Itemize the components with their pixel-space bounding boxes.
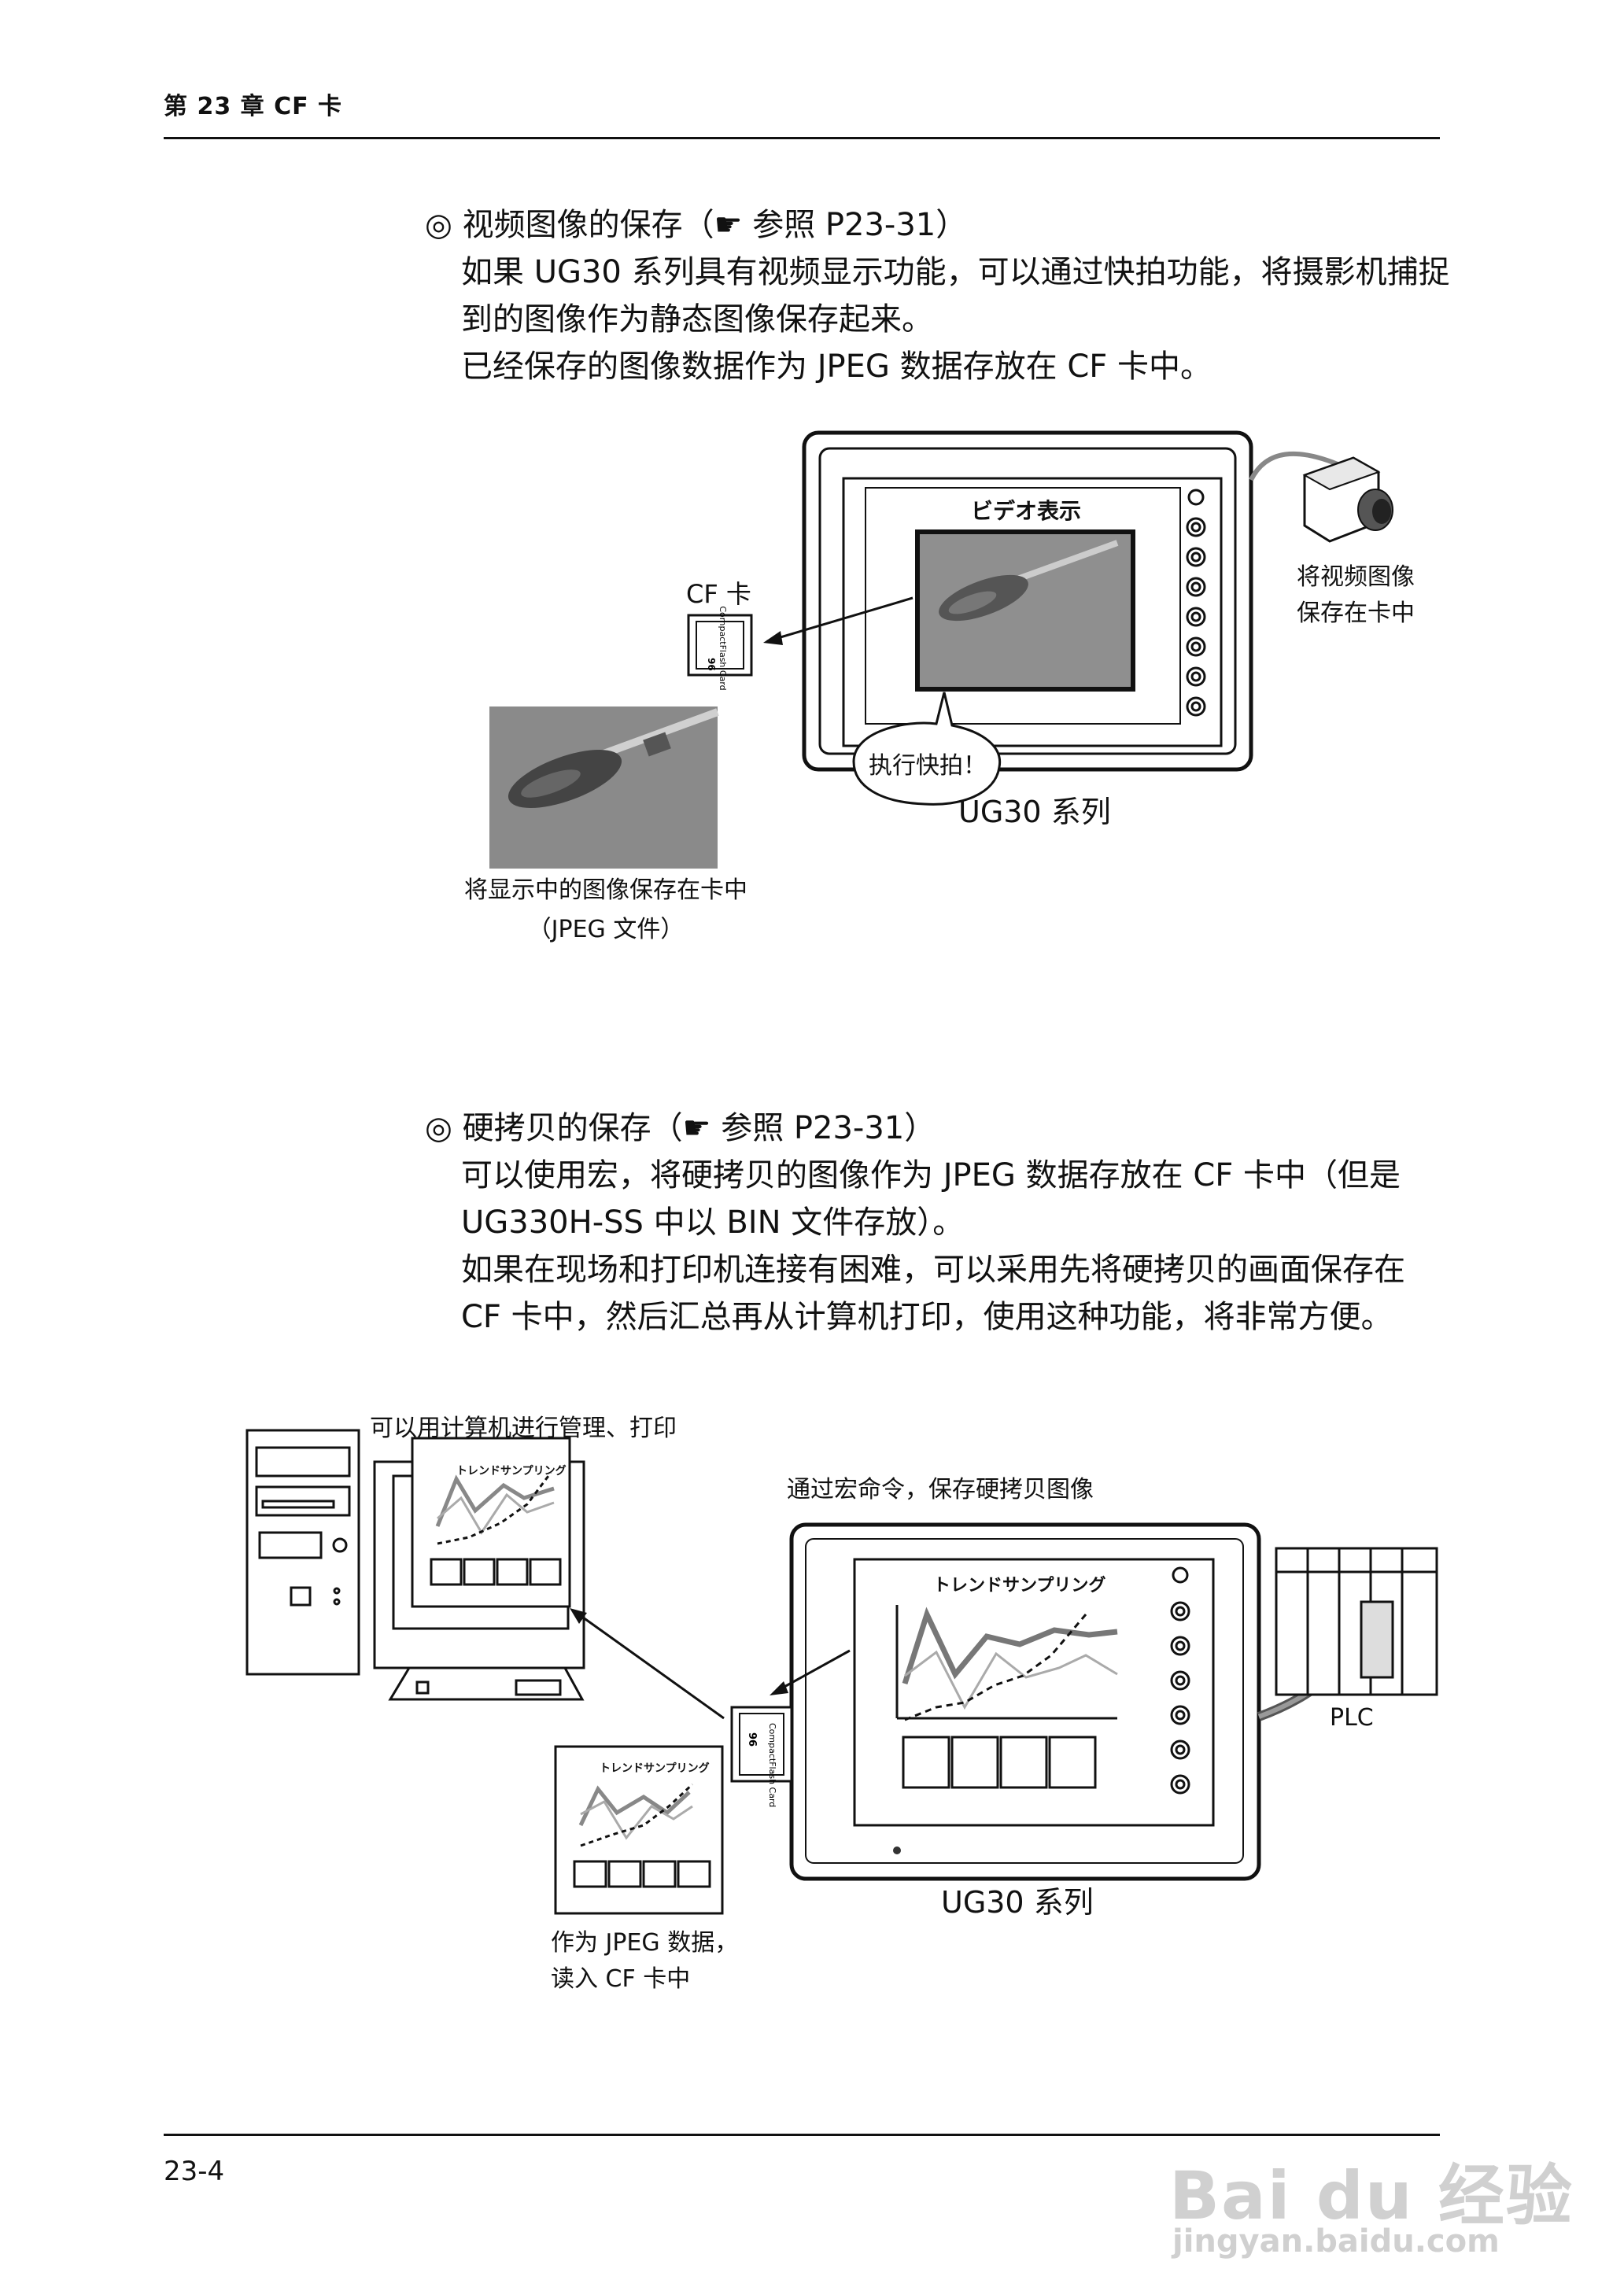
svg-text:96: 96: [706, 658, 717, 671]
arrow-to-cf: [766, 596, 914, 643]
plc-label: PLC: [1330, 1704, 1374, 1732]
pc-tower-icon: [245, 1429, 360, 1676]
section-hardcopy-line: CF 卡中，然后汇总再从计算机打印，使用这种功能，将非常方便。: [461, 1299, 1393, 1335]
header-rule: [164, 137, 1440, 139]
chapter-header: 第 23 章 CF 卡: [164, 93, 343, 120]
screwdriver-image-large: [507, 708, 719, 808]
trend-title-top: トレンドサンプリング: [456, 1465, 567, 1478]
camera-icon: [1302, 456, 1393, 543]
figure-video-snapshot: CompactFlash Card 96: [489, 430, 1393, 869]
section-video-line: 到的图像作为静态图像保存起来。: [461, 301, 933, 338]
power-led: [893, 1846, 901, 1854]
photo-caption-line: （JPEG 文件）: [527, 916, 685, 943]
camera-caption-line: 保存在卡中: [1297, 599, 1415, 627]
panel-side-buttons: [1186, 489, 1206, 717]
watermark-url: jingyan.baidu.com: [1172, 2223, 1500, 2260]
cf-card-label: CF 卡: [686, 579, 751, 609]
arrow-to-pc: [574, 1610, 725, 1720]
printout-sheet-top: [411, 1437, 571, 1608]
section-hardcopy-line: 可以使用宏，将硬拷贝的图像作为 JPEG 数据存放在 CF 卡中（但是: [461, 1157, 1401, 1193]
trend-title-panel: トレンドサンプリング: [933, 1576, 1106, 1596]
page-number: 23-4: [164, 2156, 225, 2187]
photo-caption-line: 将显示中的图像保存在卡中: [464, 876, 747, 904]
section-video-heading: ◎ 视频图像的保存（☛ 参照 P23-31）: [425, 207, 968, 243]
section-hardcopy: ◎ 硬拷贝的保存（☛ 参照 P23-31） 可以使用宏，将硬拷贝的图像作为 JP…: [425, 1105, 1405, 1341]
svg-text:CompactFlash Card: CompactFlash Card: [767, 1723, 777, 1807]
figure-hardcopy: CompactFlash Card 96: [245, 1429, 1438, 1915]
section-video: ◎ 视频图像的保存（☛ 参照 P23-31） 如果 UG30 系列具有视频显示功…: [425, 201, 1450, 390]
svg-text:CompactFlash Card: CompactFlash Card: [718, 606, 728, 690]
jpeg-caption-line: 作为 JPEG 数据，: [551, 1929, 739, 1957]
svg-text:96: 96: [746, 1732, 758, 1747]
section-video-line: 如果 UG30 系列具有视频显示功能，可以通过快拍功能，将摄影机捕捉: [461, 254, 1450, 290]
panel2-side-buttons: [1170, 1566, 1190, 1795]
plc-icon: [1275, 1547, 1438, 1696]
snapshot-bubble: [852, 692, 1002, 806]
camera-cable: [1249, 451, 1339, 481]
camera-caption-line: 将视频图像: [1297, 563, 1415, 591]
section-video-line: 已经保存的图像数据作为 JPEG 数据存放在 CF 卡中。: [461, 349, 1212, 385]
watermark-brand: Bai du 经验: [1169, 2157, 1574, 2234]
printout-sheet-bottom: [554, 1745, 724, 1915]
series-label-2: UG30 系列: [941, 1885, 1094, 1920]
section-hardcopy-line: 如果在现场和打印机连接有困难，可以采用先将硬拷贝的画面保存在: [461, 1252, 1405, 1288]
section-hardcopy-line: UG330H-SS 中以 BIN 文件存放）。: [461, 1205, 965, 1241]
arrow-to-cf-2: [775, 1649, 851, 1693]
macro-caption: 通过宏命令，保存硬拷贝图像: [787, 1476, 1094, 1503]
footer-rule: [164, 2134, 1440, 2136]
video-screen-title: ビデオ表示: [971, 498, 1082, 524]
section-hardcopy-heading: ◎ 硬拷贝的保存（☛ 参照 P23-31）: [425, 1110, 936, 1146]
panel2-trend-chart: [895, 1605, 1118, 1789]
pc-caption: 可以用计算机进行管理、打印: [370, 1415, 677, 1442]
trend-title-bottom: トレンドサンプリング: [600, 1762, 710, 1775]
screwdriver-image-small: [939, 540, 1119, 622]
jpeg-caption-line: 读入 CF 卡中: [551, 1965, 691, 1993]
snapshot-bubble-text: 执行快拍！: [869, 752, 987, 780]
series-label-1: UG30 系列: [958, 795, 1111, 829]
